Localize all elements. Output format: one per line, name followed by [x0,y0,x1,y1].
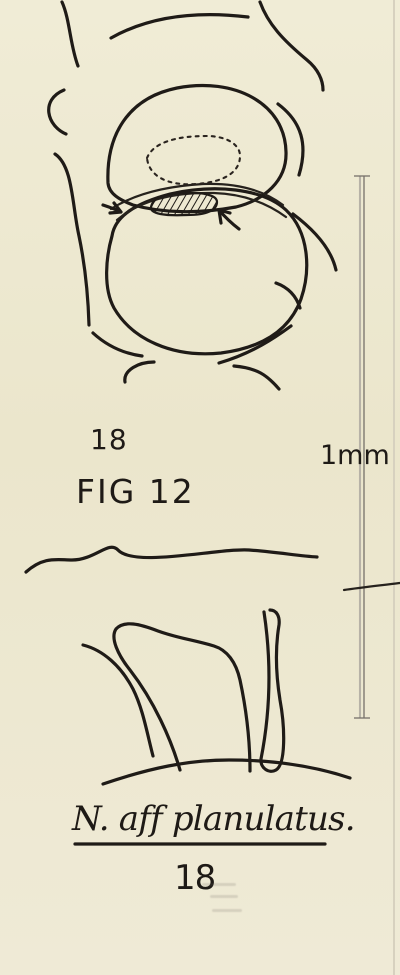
cutline-right-mark [344,583,400,590]
outline-left-long-chamber [55,154,89,325]
right-arrow [219,210,239,229]
dotted-foramen-outline [147,136,240,184]
outline-left-upper-lobe [49,90,66,134]
species-label: N. aff planulatus. [72,802,355,836]
specimen-number-top: 18 [90,426,128,454]
left-outer-stroke [83,645,153,756]
right-profile-shape [261,610,284,771]
outline-lower-left-lobe [125,362,154,382]
outline-right-upper-lobe [278,104,303,175]
faint-bleed-through-marks [202,878,262,918]
outline-lower-right-lobe [234,366,279,389]
outline-right-mid-chamber [293,214,336,270]
outline-bottom-left-lobe [93,333,142,356]
outline-top-left-chamber [62,2,78,66]
scale-label: 1mm [320,442,390,469]
outline-right-small-arc [276,283,300,308]
hatched-aperture [151,193,217,215]
outline-top-mid-connector [111,15,248,38]
upper-lid-stroke [26,547,317,572]
base-arc-stroke [103,760,350,784]
outline-top-right-chamber [260,2,323,90]
center-profile-shape [114,624,250,771]
figure-label: FIG 12 [76,475,195,508]
